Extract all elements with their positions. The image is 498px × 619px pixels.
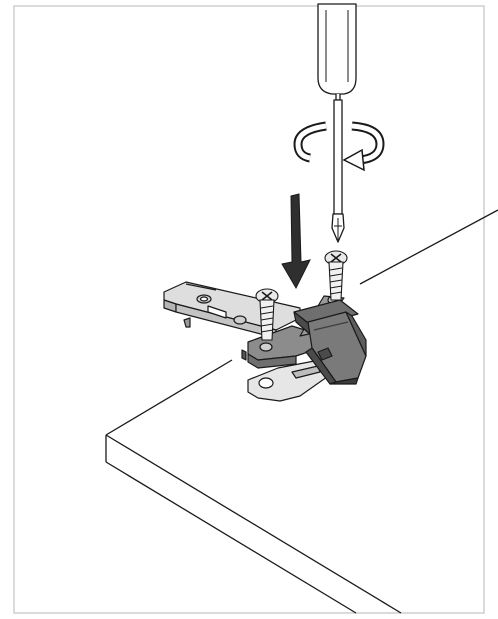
screw-icon-left bbox=[255, 288, 279, 341]
rotate-clockwise-icon bbox=[293, 121, 385, 172]
hinge-clip bbox=[293, 299, 367, 385]
down-arrow-icon bbox=[281, 193, 311, 290]
screwdriver-icon bbox=[317, 3, 357, 243]
cabinet-panel bbox=[105, 209, 498, 614]
screw-icon-right bbox=[324, 250, 348, 301]
figure-frame bbox=[13, 5, 485, 614]
